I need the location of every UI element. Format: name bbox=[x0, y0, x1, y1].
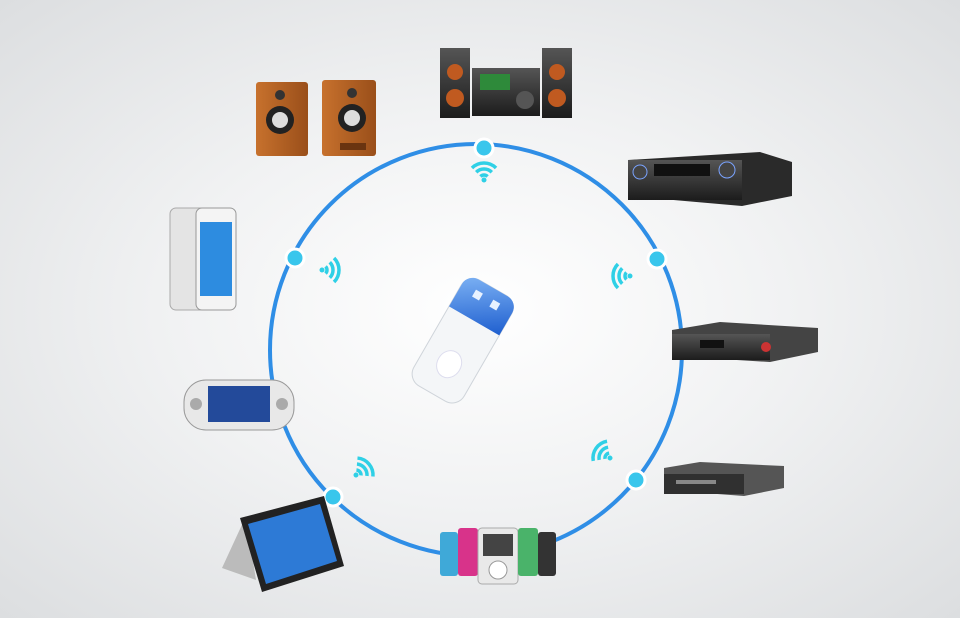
wireless-signal-icon bbox=[591, 439, 613, 462]
set-top-box-icon bbox=[672, 322, 818, 362]
dvd-player-icon bbox=[664, 462, 784, 496]
connection-node bbox=[322, 486, 344, 508]
wireless-signal-icon bbox=[353, 456, 375, 478]
connection-node bbox=[646, 248, 668, 270]
wireless-signal-icon bbox=[319, 256, 341, 284]
smartphone-icon bbox=[169, 207, 237, 311]
bookshelf-speakers-icon bbox=[256, 80, 376, 156]
wireless-signal-icon bbox=[611, 262, 633, 290]
wireless-signal-icon bbox=[470, 161, 498, 183]
bluetooth-usb-dongle-icon bbox=[411, 277, 514, 404]
tablet-laptop-icon bbox=[222, 496, 344, 592]
connection-node bbox=[625, 469, 647, 491]
mp4-players-icon bbox=[440, 527, 556, 585]
connection-node bbox=[284, 247, 306, 269]
handheld-game-console-icon bbox=[183, 379, 295, 431]
av-receiver-icon bbox=[628, 152, 792, 206]
connection-node bbox=[473, 137, 495, 159]
hifi-stereo-system-icon bbox=[440, 48, 572, 118]
